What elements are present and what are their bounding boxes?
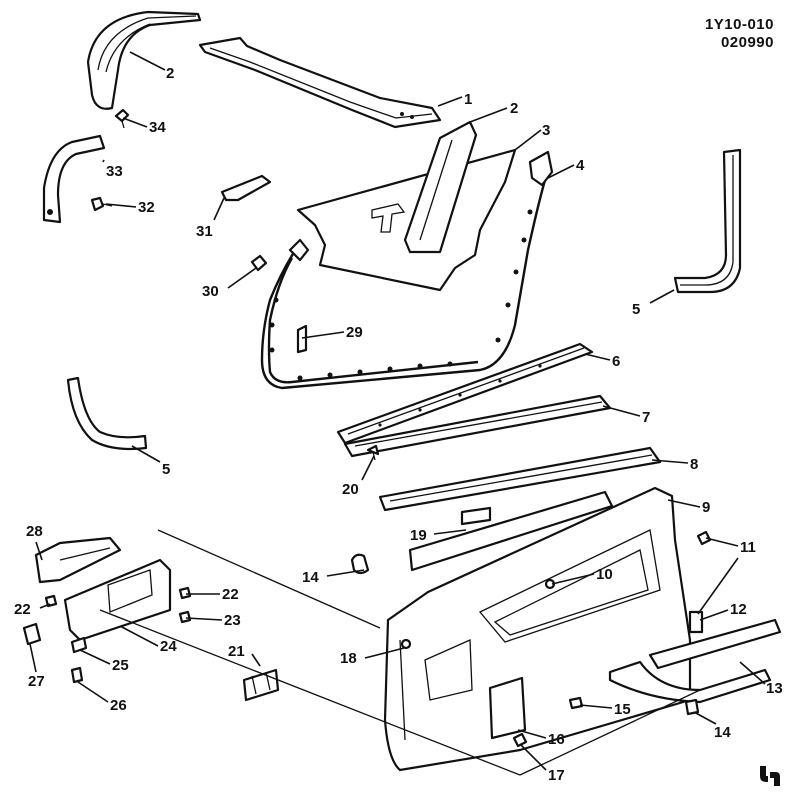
callout-28: 28 xyxy=(26,523,43,540)
publisher-logo-icon xyxy=(760,766,780,786)
callout-32: 32 xyxy=(138,199,155,216)
callout-5-right: 5 xyxy=(632,301,640,318)
callout-8: 8 xyxy=(690,456,698,473)
part-34-screw xyxy=(114,108,130,129)
part-5-right-weatherstrip xyxy=(673,148,742,294)
callout-2-pillar: 2 xyxy=(510,100,518,117)
part-8-window-seal xyxy=(378,446,662,512)
callout-31: 31 xyxy=(196,223,213,240)
part-3-inner-panel xyxy=(296,148,517,292)
callout-23: 23 xyxy=(224,612,241,629)
callout-1: 1 xyxy=(464,91,472,108)
callout-19: 19 xyxy=(410,527,427,544)
callout-21: 21 xyxy=(228,643,245,660)
part-21-bracket xyxy=(242,668,280,702)
callout-24: 24 xyxy=(160,638,177,655)
leader-lines xyxy=(29,51,766,771)
callout-4: 4 xyxy=(576,157,585,174)
part-14-bumper-lower xyxy=(684,698,700,716)
callout-9: 9 xyxy=(702,499,710,516)
callout-22-left: 22 xyxy=(14,601,31,618)
callout-10: 10 xyxy=(596,566,613,583)
part-28-inside-handle xyxy=(34,536,122,584)
part-4-door-weatherstrip xyxy=(260,150,554,390)
reference-code: 1Y10-010 xyxy=(704,16,774,33)
callout-29: 29 xyxy=(346,324,363,341)
part-31-clip xyxy=(220,174,272,202)
part-19-window-channel xyxy=(408,490,614,572)
callout-18: 18 xyxy=(340,650,357,667)
part-2-upper-weatherstrip xyxy=(86,10,202,110)
part-6-belt-molding xyxy=(336,342,594,445)
part-22-screw-right xyxy=(178,586,192,600)
callout-22-right: 22 xyxy=(222,586,239,603)
callout-14-lower: 14 xyxy=(714,724,731,741)
part-1-roof-rail xyxy=(198,36,442,129)
callout-17: 17 xyxy=(548,767,565,784)
part-29-clip xyxy=(296,324,308,354)
callout-12: 12 xyxy=(730,601,747,618)
part-5-left-weatherstrip xyxy=(66,376,148,451)
callout-34: 34 xyxy=(149,119,166,136)
callout-3: 3 xyxy=(542,122,550,139)
reference-date: 020990 xyxy=(720,34,774,51)
callout-2-top: 2 xyxy=(166,65,174,82)
callout-labels: 1 2 2 3 4 5 5 6 7 8 9 10 11 12 13 14 14 … xyxy=(14,65,783,784)
part-27-connector xyxy=(22,622,42,646)
callout-16: 16 xyxy=(548,731,565,748)
part-11-screw xyxy=(696,530,712,546)
callout-11: 11 xyxy=(740,539,756,556)
part-16-pull-bracket xyxy=(488,676,527,740)
callout-6: 6 xyxy=(612,353,620,370)
part-12-armrest-bracket xyxy=(688,610,704,634)
callout-5-left: 5 xyxy=(162,461,170,478)
part-25-clip xyxy=(70,636,88,654)
callout-14-upper: 14 xyxy=(302,569,319,586)
part-22-screw-left xyxy=(44,594,58,608)
callout-25: 25 xyxy=(112,657,129,674)
part-33-bracket xyxy=(42,134,106,224)
part-32-screw xyxy=(90,196,113,212)
callout-26: 26 xyxy=(110,697,127,714)
part-23-screw xyxy=(178,610,192,624)
part-24-switch-bezel xyxy=(63,558,172,642)
part-15-screw xyxy=(568,696,584,710)
callout-33: 33 xyxy=(106,163,123,180)
assembly-outline xyxy=(99,529,701,776)
callout-15: 15 xyxy=(614,701,631,718)
part-26-clip xyxy=(70,666,84,684)
callout-27: 27 xyxy=(28,673,45,690)
part-18-clip xyxy=(400,638,412,650)
callout-13: 13 xyxy=(766,680,783,697)
callout-30: 30 xyxy=(202,283,219,300)
callout-7: 7 xyxy=(642,409,650,426)
part-13-armrest xyxy=(608,618,782,704)
callout-20: 20 xyxy=(342,481,359,498)
part-30-screw xyxy=(250,254,268,272)
part-17-screw xyxy=(512,732,528,748)
